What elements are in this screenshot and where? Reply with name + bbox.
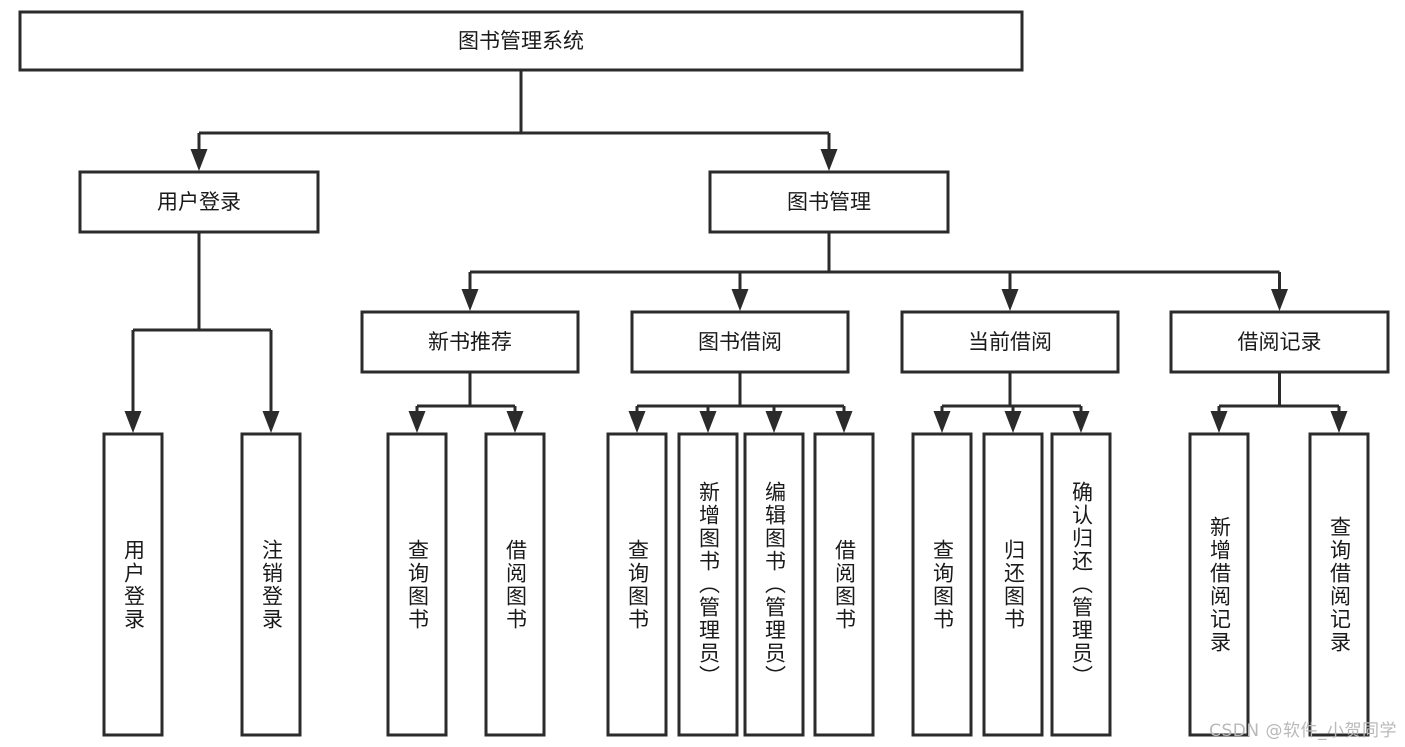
node-box-l4-4[interactable] bbox=[606, 432, 668, 737]
node-box-l4-9[interactable] bbox=[982, 432, 1044, 737]
edges-layer bbox=[124, 70, 1348, 433]
node-box-l3-1[interactable] bbox=[630, 310, 850, 374]
csdn-watermark: CSDN @软件_小贺同学 bbox=[1209, 721, 1397, 741]
node-box-l4-7[interactable] bbox=[813, 432, 875, 737]
node-box-l4-5[interactable] bbox=[677, 432, 739, 737]
node-box-l4-0[interactable] bbox=[102, 432, 164, 737]
node-box-l4-10[interactable] bbox=[1050, 432, 1112, 737]
node-box-l2-1[interactable] bbox=[708, 170, 950, 234]
node-box-l4-1[interactable] bbox=[240, 432, 302, 737]
node-box-l3-3[interactable] bbox=[1169, 310, 1390, 374]
node-box-l4-11[interactable] bbox=[1188, 432, 1250, 737]
node-box-l4-2[interactable] bbox=[386, 432, 448, 737]
node-label-l3-0: 新书推荐 bbox=[428, 330, 512, 354]
node-label-l2-1: 图书管理 bbox=[787, 190, 871, 214]
node-box-l3-0[interactable] bbox=[360, 310, 580, 374]
node-label-l3-1: 图书借阅 bbox=[698, 330, 782, 354]
node-box-l2-0[interactable] bbox=[78, 170, 320, 234]
node-box-l4-12[interactable] bbox=[1308, 432, 1370, 737]
node-label-l3-2: 当前借阅 bbox=[968, 330, 1052, 354]
node-label-root: 图书管理系统 bbox=[458, 29, 584, 53]
node-box-l4-6[interactable] bbox=[743, 432, 805, 737]
node-box-l4-8[interactable] bbox=[911, 432, 973, 737]
nodes-layer bbox=[18, 10, 1390, 737]
node-box-l3-2[interactable] bbox=[900, 310, 1120, 374]
node-box-l4-3[interactable] bbox=[484, 432, 546, 737]
node-label-l3-3: 借阅记录 bbox=[1238, 330, 1322, 354]
node-label-l2-0: 用户登录 bbox=[157, 190, 241, 214]
node-box-root[interactable] bbox=[18, 10, 1024, 72]
